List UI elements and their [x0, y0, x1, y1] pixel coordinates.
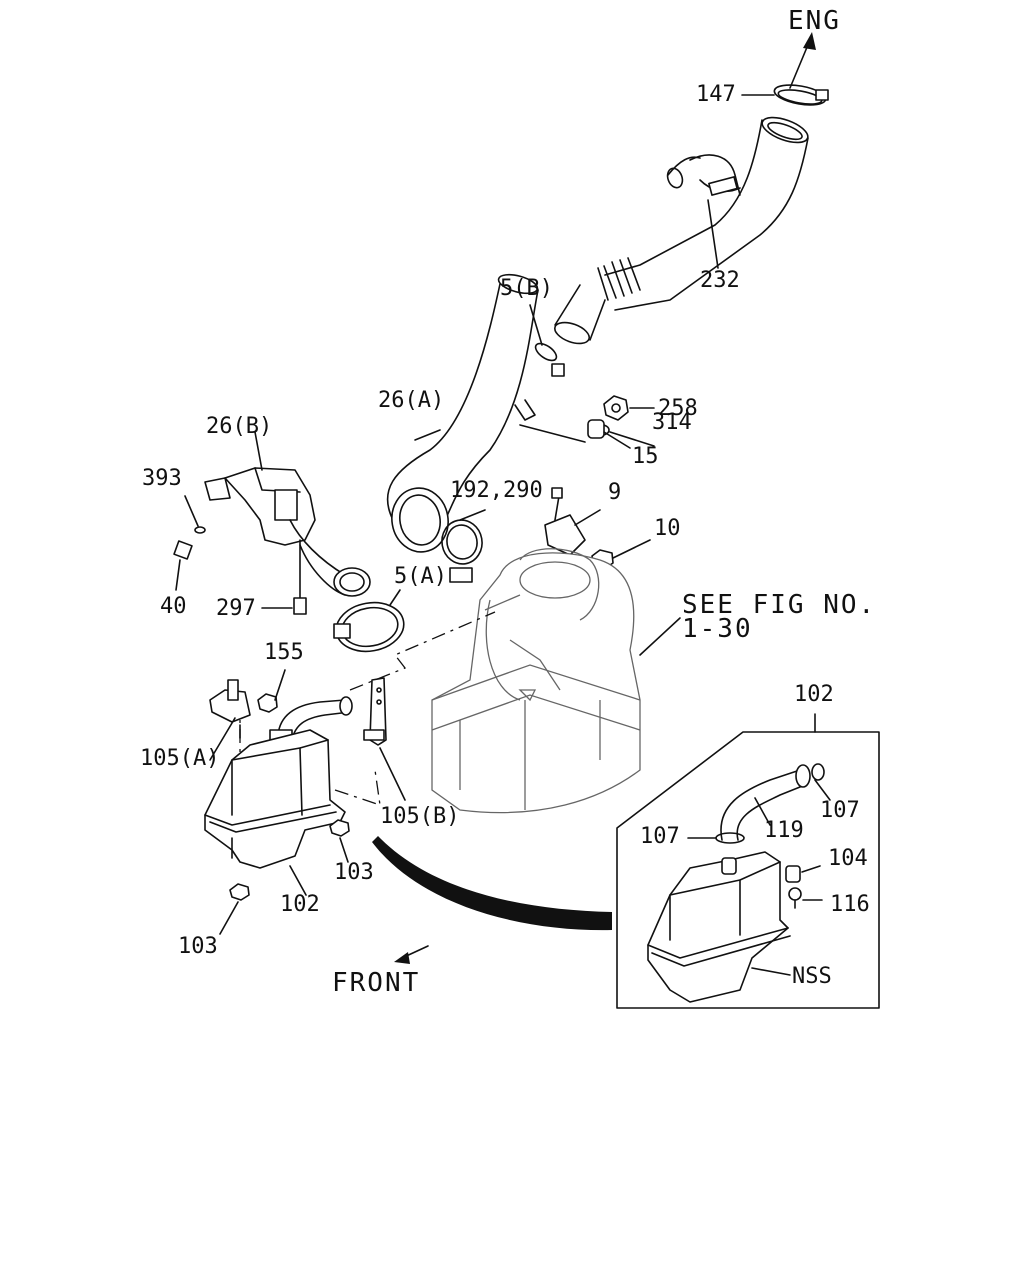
inset-reference-arrow [372, 836, 612, 931]
inset-tank [647, 851, 791, 1003]
inset-cap-104 [785, 865, 821, 883]
inset-label-119: 119 [764, 818, 804, 843]
bolt-155 [257, 669, 286, 713]
label-314: 314 [652, 410, 692, 435]
label-26b: 26(B) [206, 414, 273, 439]
label-147: 147 [696, 82, 736, 107]
inset-label-nss: NSS [792, 964, 832, 989]
nut-103-bottom [219, 883, 250, 935]
label-26a: 26(A) [378, 388, 445, 413]
label-see-fig: SEE FIG NO. [682, 590, 877, 620]
clamp-147 [741, 84, 829, 106]
nut-103-right [329, 819, 350, 863]
label-5a: 5(A) [394, 564, 447, 589]
label-40: 40 [160, 594, 187, 619]
label-393: 393 [142, 466, 182, 491]
duct-26a [386, 273, 586, 553]
label-155: 155 [264, 640, 304, 665]
eng-direction-arrow [789, 32, 816, 89]
label-103-right: 103 [334, 860, 374, 885]
label-192-290: 192,290 [450, 478, 543, 503]
inset-label-102: 102 [794, 682, 834, 707]
inset-clamp-107 [687, 832, 745, 844]
duct-26b [204, 431, 371, 597]
front-direction-arrow [394, 945, 429, 964]
inset-pin-116 [788, 887, 823, 909]
resonator-tank-102 [204, 729, 346, 896]
bolt-297 [261, 539, 307, 615]
inset-label-107-left: 107 [640, 824, 680, 849]
grommet-15 [587, 419, 631, 449]
nut-258 [603, 395, 655, 421]
label-105a: 105(A) [140, 746, 220, 771]
label-105b: 105(B) [380, 804, 460, 829]
bracket-105b [363, 677, 406, 801]
label-103-bottom: 103 [178, 934, 218, 959]
inset-frame [616, 713, 880, 1009]
label-10: 10 [654, 516, 681, 541]
clamp-5b [529, 304, 565, 377]
label-232: 232 [700, 268, 740, 293]
label-5b: 5(B) [500, 276, 553, 301]
label-15: 15 [632, 444, 659, 469]
inset-label-107-right: 107 [820, 798, 860, 823]
intake-pipe-232 [554, 116, 809, 345]
label-fig-no: 1-30 [682, 614, 753, 644]
inset-label-104: 104 [828, 846, 868, 871]
label-102: 102 [280, 892, 320, 917]
label-front: FRONT [332, 968, 421, 998]
label-297: 297 [216, 596, 256, 621]
clip-40 [173, 540, 193, 591]
clamp-5a [333, 589, 405, 653]
inset-hose-119 [720, 763, 831, 841]
label-258: 258 [658, 396, 698, 421]
clip-393 [184, 495, 206, 534]
bracket-9 [544, 487, 601, 556]
label-9: 9 [608, 480, 622, 505]
inset-label-116: 116 [830, 892, 870, 917]
bracket-105a [209, 679, 251, 761]
clamp-192-290 [441, 509, 486, 583]
label-eng: ENG [788, 6, 841, 36]
air-cleaner-housing [431, 548, 681, 814]
